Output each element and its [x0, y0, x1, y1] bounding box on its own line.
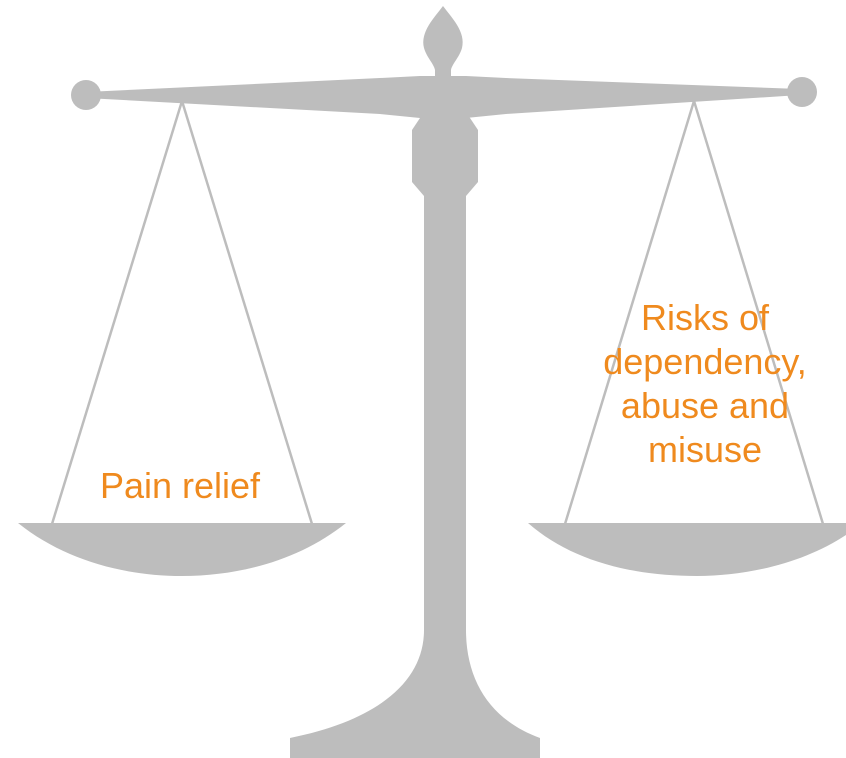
left-string-inner	[182, 101, 312, 524]
left-pan-label: Pain relief	[70, 464, 290, 508]
pain-relief-text: Pain relief	[100, 465, 260, 506]
right-pan	[528, 523, 846, 576]
scale-finial	[423, 6, 462, 82]
right-label-line-2: dependency,	[570, 340, 840, 384]
left-string-outer	[52, 101, 182, 524]
beam-left-end	[71, 80, 101, 110]
scale-beam	[86, 76, 800, 118]
left-pan	[18, 523, 346, 576]
scale-pillar	[290, 190, 540, 758]
right-label-line-1: Risks of	[570, 296, 840, 340]
right-label-line-4: misuse	[570, 428, 840, 472]
beam-right-end	[787, 77, 817, 107]
right-label-line-3: abuse and	[570, 384, 840, 428]
right-pan-label: Risks of dependency, abuse and misuse	[570, 296, 840, 472]
scale-collar	[412, 112, 478, 196]
